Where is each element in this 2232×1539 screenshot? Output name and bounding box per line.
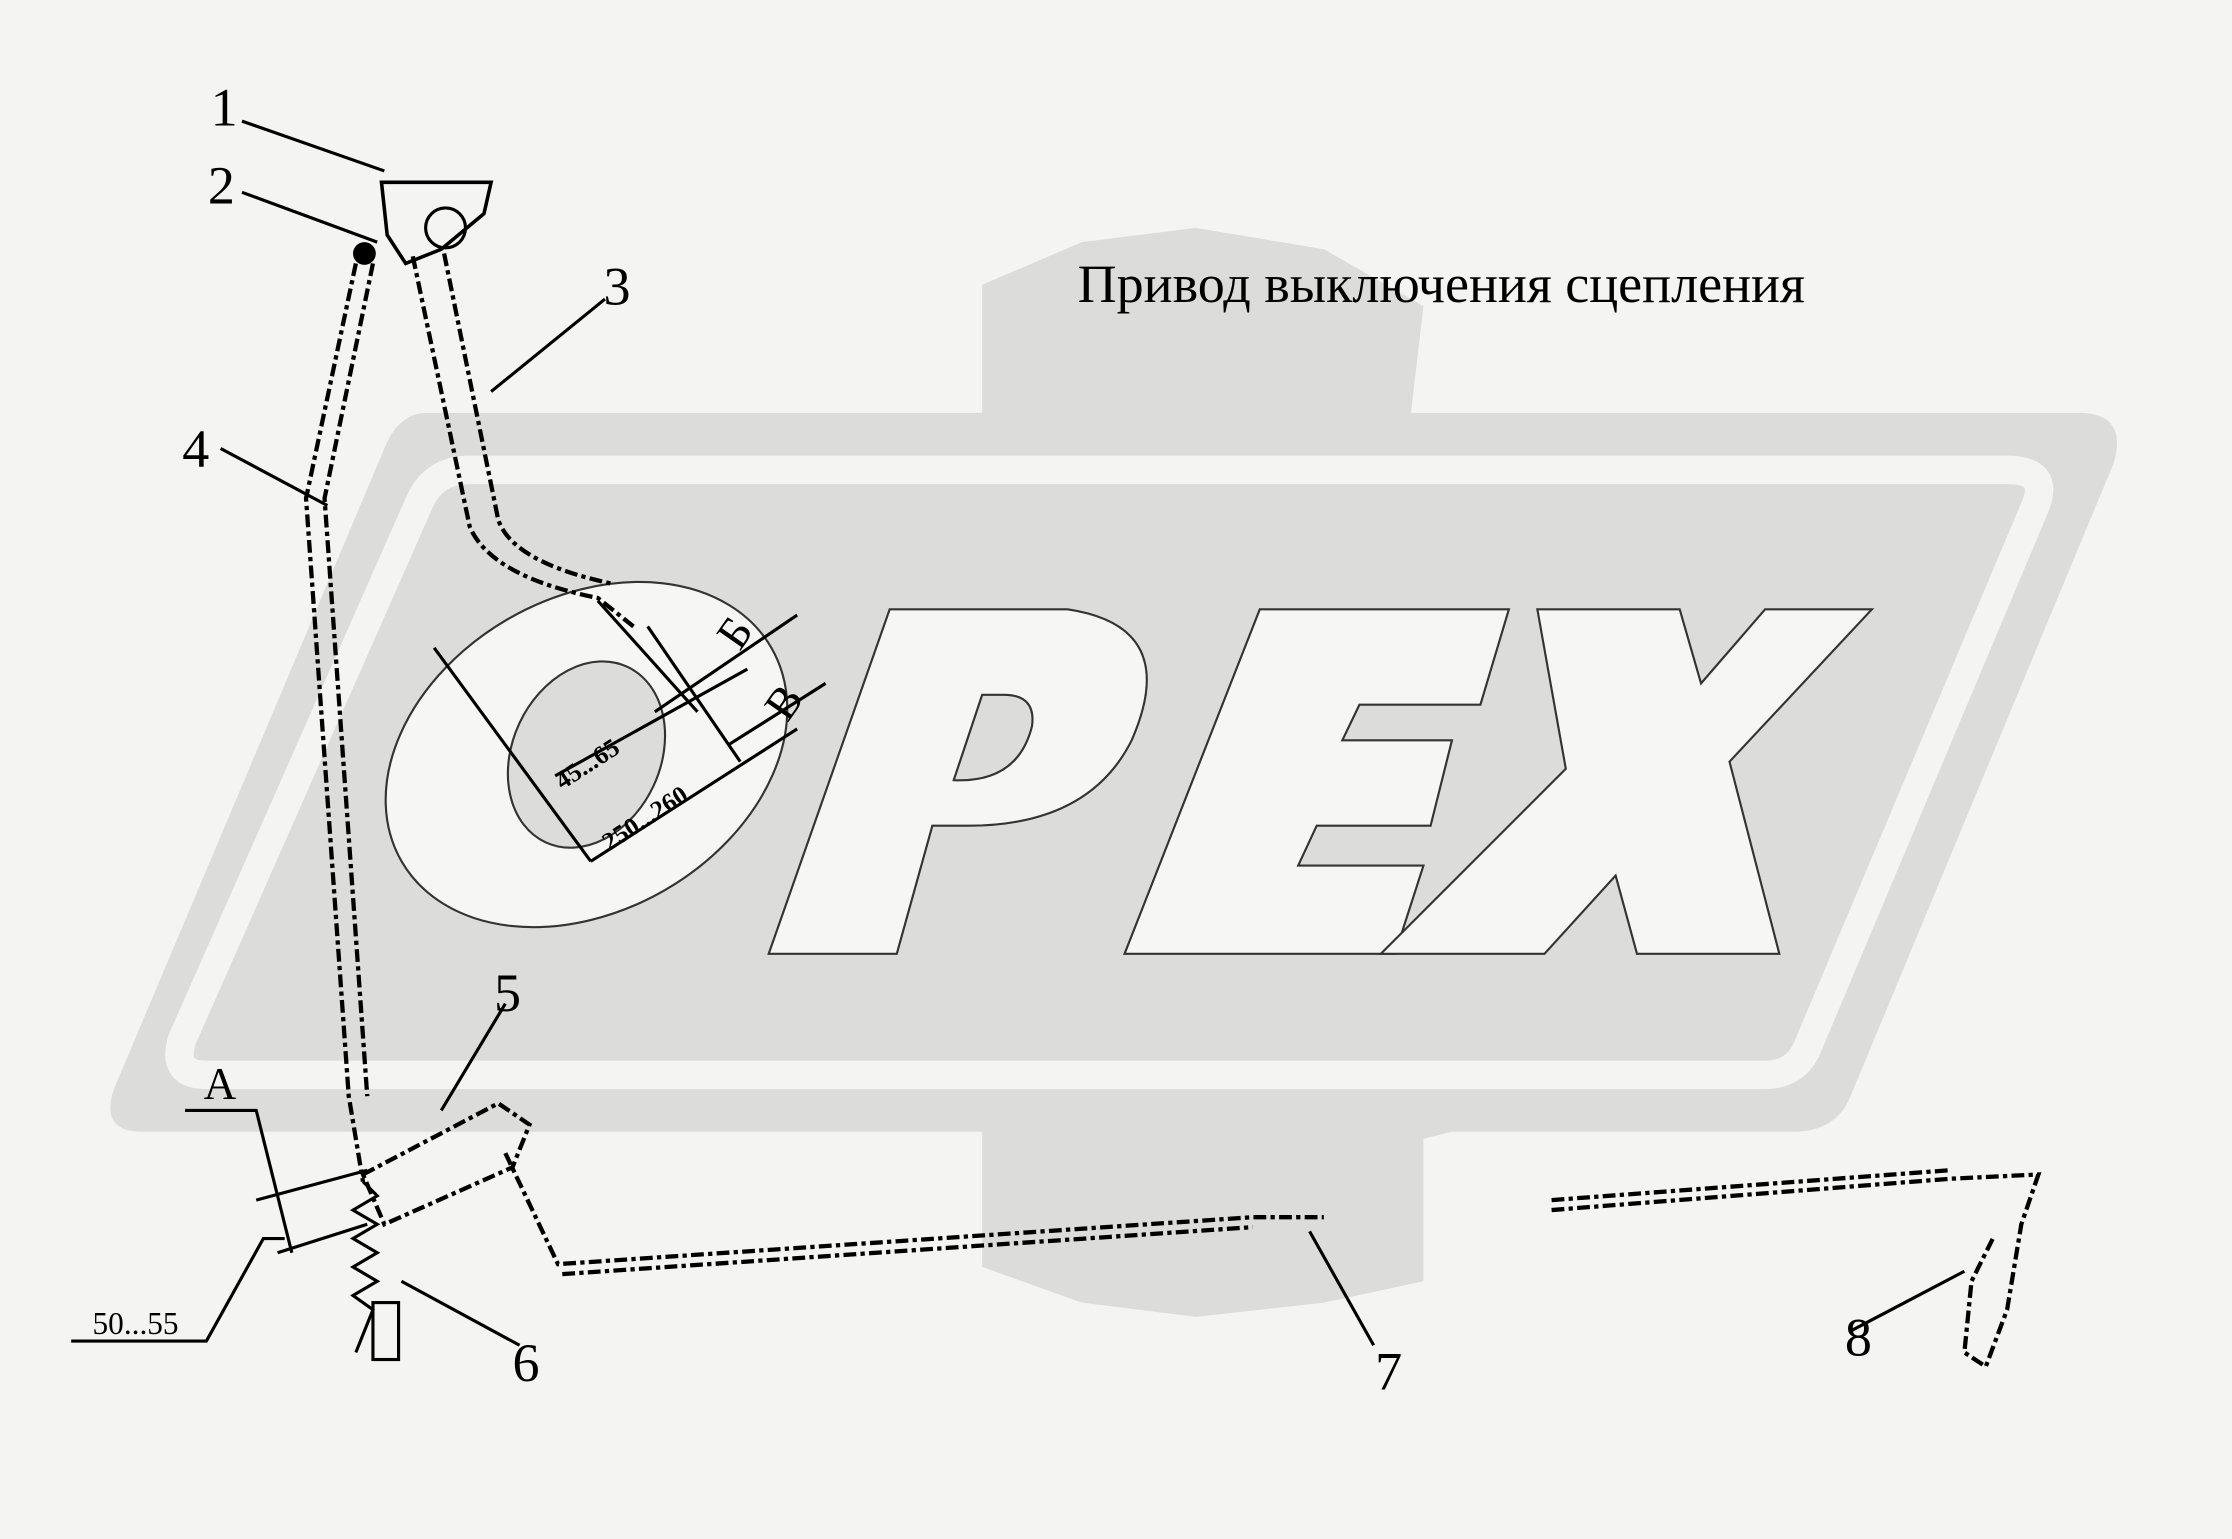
clutch-mechanism-drawing bbox=[71, 119, 2042, 1370]
callout-6: 6 bbox=[512, 1333, 539, 1393]
callout-4: 4 bbox=[182, 419, 209, 479]
dimension-a-label: А bbox=[204, 1058, 237, 1109]
watermark-badge-outline bbox=[165, 455, 2054, 1090]
callout-1: 1 bbox=[211, 77, 238, 137]
part-7-link-rod bbox=[503, 1152, 1324, 1277]
spring-bracket bbox=[371, 1301, 401, 1362]
part-5-lever bbox=[360, 1100, 533, 1228]
part-4-rod bbox=[303, 263, 376, 1182]
callout-7: 7 bbox=[1375, 1341, 1402, 1401]
diagram-title: Привод выключения сцепления bbox=[1078, 254, 1805, 314]
travel-dimension-lines bbox=[432, 599, 827, 863]
dimension-a-value: 50...55 bbox=[93, 1306, 179, 1341]
dimension-a-lines bbox=[71, 1108, 368, 1343]
opex-watermark-logo bbox=[110, 227, 2118, 1317]
part-1-bracket bbox=[379, 180, 494, 266]
callout-8: 8 bbox=[1845, 1307, 1872, 1367]
part-3-pedal-lever bbox=[410, 253, 635, 629]
pivot-2 bbox=[353, 242, 376, 265]
part-8-linkage bbox=[1551, 1168, 2042, 1370]
pivot-1 bbox=[424, 206, 468, 250]
callout-3: 3 bbox=[604, 257, 631, 317]
callout-leaders bbox=[219, 119, 1966, 1347]
part-6-spring bbox=[349, 1180, 381, 1353]
watermark-letter-p bbox=[767, 608, 1148, 955]
callout-5: 5 bbox=[494, 963, 521, 1023]
callout-2: 2 bbox=[208, 156, 235, 216]
watermark-letter-x bbox=[1378, 608, 1875, 955]
